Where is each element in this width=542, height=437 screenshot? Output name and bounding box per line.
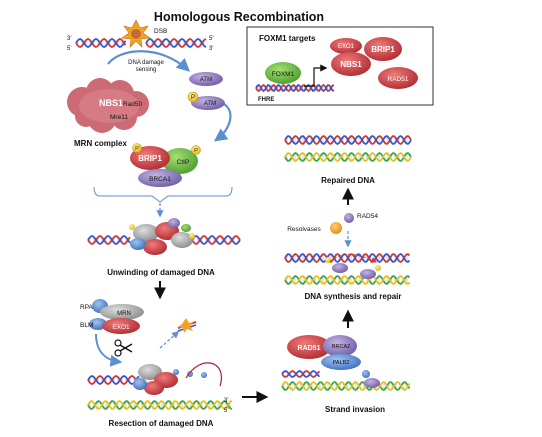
fhre-dna-helix: [255, 83, 335, 93]
dsb-break-burst-icon: [121, 19, 151, 48]
ctip-label: CtIP: [177, 159, 190, 166]
step-unwinding-label: Unwinding of damaged DNA: [107, 268, 215, 277]
ctip-complex: [130, 146, 198, 187]
scissors-icon: [114, 339, 133, 357]
ctip-phospho-label: P: [194, 148, 198, 154]
diagram-title: Homologous Recombination: [154, 10, 324, 24]
invasion-brca2-label: BRCA2: [332, 344, 350, 350]
synthesis-extension-arrow: [329, 253, 378, 263]
resection-mrn-label: MRN: [117, 311, 131, 317]
resection-mrn-protein: [100, 304, 144, 320]
step-invasion-label: Strand invasion: [325, 405, 385, 414]
synthesis-dna-helix: [284, 252, 411, 286]
mrn-nbs1-label: NBS1: [99, 98, 123, 108]
sensing-label-line2: sensing: [136, 67, 157, 73]
resection-protein-cluster: [133, 364, 207, 395]
dsb-end-3-right: 3': [209, 46, 213, 52]
dsb-end-5-right: 5': [209, 36, 213, 42]
invasion-protein-complex: [287, 335, 380, 388]
mrn-mre11-label: Mre11: [110, 114, 128, 121]
atm-top-label: ATM: [200, 77, 212, 83]
resection-end-5-label: 5': [224, 408, 228, 414]
atm-kinase-bottom: [191, 96, 225, 110]
dsb-end-5-left: 5': [67, 46, 71, 52]
excised-dna-fragment-icon: [177, 318, 197, 333]
resection-blm-label: BLM: [80, 322, 93, 329]
resolvases-protein: [330, 222, 342, 234]
brip1-phospho-icon: [132, 143, 142, 153]
step-repaired-label: Repaired DNA: [321, 176, 375, 185]
step-synthesis-label: DNA synthesis and repair: [304, 292, 401, 301]
step-resection-label: Resection of damaged DNA: [109, 419, 214, 428]
debris-arrow: [159, 331, 180, 349]
sensing-arrow: [107, 50, 190, 72]
unwinding-dna-helix: [87, 235, 241, 245]
ctip-phospho-icon: [191, 145, 201, 155]
atm-kinase-top: [189, 72, 223, 86]
foxm1-activation-arrow: [304, 64, 328, 87]
foxm1-nbs1-label: NBS1: [340, 60, 362, 69]
foxm1-brip1-label: BRIP1: [371, 45, 395, 54]
foxm1-rad51-label: RAD51: [388, 76, 409, 83]
atm-bottom-label: ATM: [204, 101, 216, 107]
invasion-palb2-label: PALB2: [333, 360, 350, 366]
fhre-label: FHRE: [258, 97, 274, 103]
recruitment-bracket: [93, 186, 233, 203]
strand-invasion-dna: [281, 370, 411, 392]
resected-3-overhang: [185, 362, 222, 387]
dsb-label: DSB: [154, 28, 167, 35]
resection-dna-helix: [87, 375, 233, 411]
atm-to-ctip-arrow: [213, 103, 232, 142]
ctip-brca1-label: BRCA1: [149, 176, 171, 183]
atm-phospho-label: P: [191, 95, 195, 101]
foxm1-exo1-label: EXO1: [338, 44, 355, 50]
mrn-complex-caption: MRN complex: [74, 139, 127, 148]
foxm1-protein: [265, 62, 301, 84]
resection-exo1-label: EXO1: [112, 324, 130, 331]
foxm1-box-title: FOXM1 targets: [259, 34, 316, 43]
unwinding-protein-cluster: [129, 218, 195, 255]
resection-end-3-label: 3': [224, 398, 228, 404]
synthesis-proteins: [325, 257, 381, 279]
repaired-dna-helix: [284, 134, 412, 163]
resolvases-label: Resolvases: [287, 226, 321, 233]
invasion-rad51-label: RAD51: [298, 345, 321, 352]
foxm1-label: FOXM1: [272, 71, 295, 78]
mrn-complex-cloud: [67, 78, 149, 133]
mrn-rad50-label: Rad50: [123, 101, 143, 108]
resection-rpa-label: RPA: [80, 304, 94, 311]
foxm1-target-proteins: [330, 37, 418, 89]
rad54-label: RAD54: [357, 213, 378, 220]
atm-phospho-icon: [187, 91, 199, 103]
resection-exo1-protein: [102, 318, 140, 334]
ctip-brip1-label: BRIP1: [138, 154, 162, 163]
dsb-dna-helix: [75, 38, 207, 48]
brip1-phospho-label: P: [135, 146, 139, 152]
resection-curve-arrow: [95, 333, 123, 367]
sensing-label-line1: DNA damage: [128, 60, 164, 66]
dsb-end-3-left: 3': [67, 36, 71, 42]
rad54-protein: [344, 213, 354, 223]
